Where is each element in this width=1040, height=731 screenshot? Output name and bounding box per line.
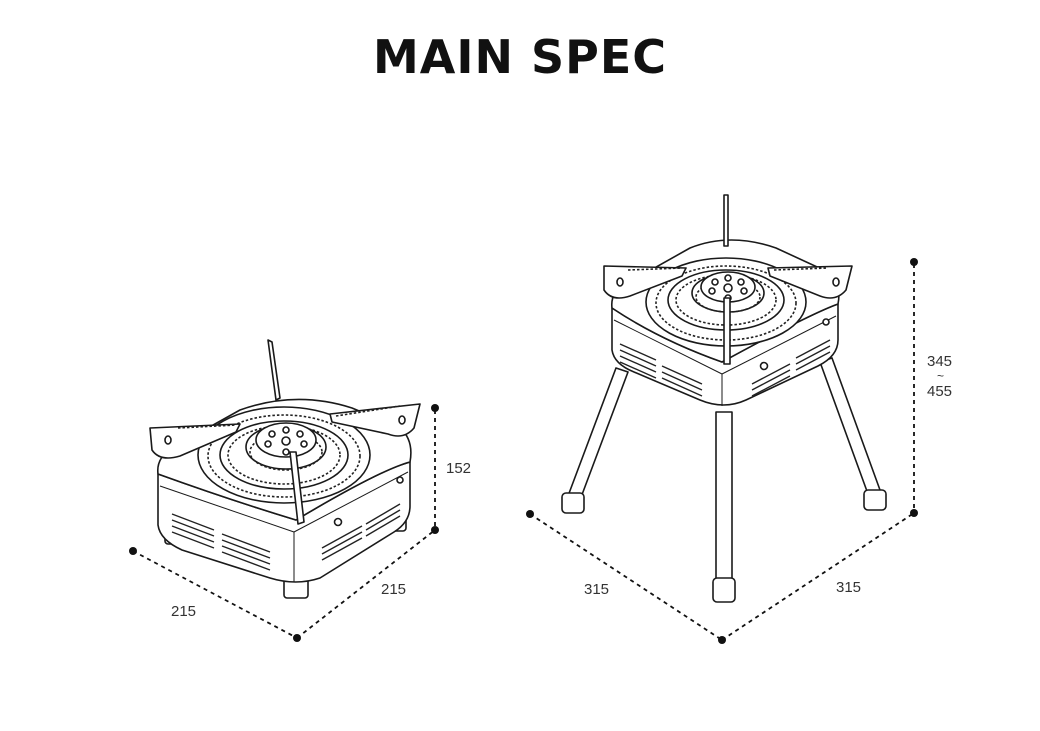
extended-leg-left <box>567 367 629 501</box>
extended-height-sep-label: ~ <box>937 369 944 383</box>
compact-pot-support-left <box>149 423 241 459</box>
compact-stove-drawing <box>149 339 421 599</box>
compact-vents <box>171 503 401 571</box>
extended-pot-support-back <box>723 194 729 247</box>
extended-pot-support-right <box>767 265 853 299</box>
compact-height-label: 152 <box>446 460 471 477</box>
compact-pot-support-front <box>289 451 305 525</box>
extended-height-max-label: 455 <box>927 383 952 400</box>
compact-pot-support-right <box>329 403 421 437</box>
extended-height-min-label: 345 <box>927 353 952 370</box>
extended-depth-right-label: 315 <box>836 579 861 596</box>
extended-dimension-lines <box>526 258 918 644</box>
extended-vents <box>619 339 831 397</box>
extended-pot-support-left <box>603 265 687 299</box>
compact-dimension-lines <box>129 404 439 642</box>
compact-pot-support-back <box>267 339 281 401</box>
extended-leg-front <box>715 411 733 581</box>
compact-depth-left-label: 215 <box>171 603 196 620</box>
compact-depth-right-label: 215 <box>381 581 406 598</box>
extended-depth-left-label: 315 <box>584 581 609 598</box>
extended-stove-drawing <box>561 194 887 603</box>
page-title: MAIN SPEC <box>372 30 668 84</box>
extended-pot-support-front <box>723 297 731 365</box>
extended-leg-right <box>819 357 881 495</box>
